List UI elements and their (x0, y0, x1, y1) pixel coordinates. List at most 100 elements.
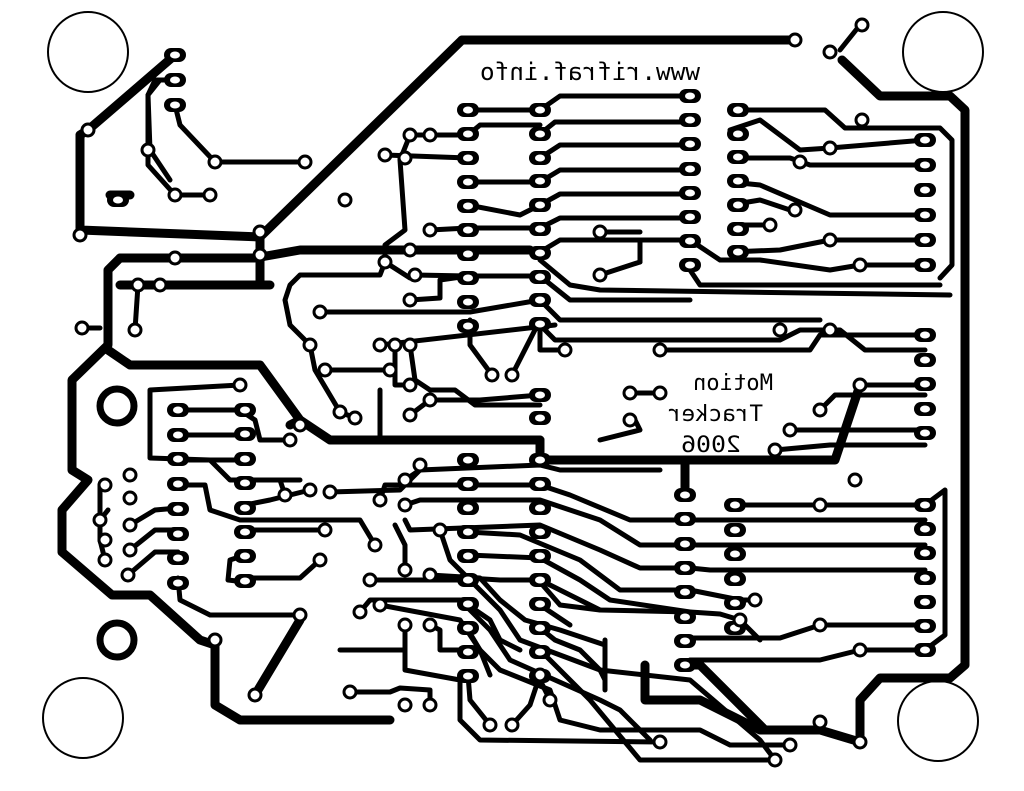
via (302, 482, 318, 498)
via (422, 617, 438, 633)
via (252, 247, 268, 263)
pad-drill-hole (733, 106, 743, 114)
via (402, 242, 418, 258)
pad-drill-hole (920, 501, 930, 509)
via (122, 467, 138, 483)
pad-drill-hole (920, 261, 930, 269)
via (852, 257, 868, 273)
pad-drill-hole (920, 211, 930, 219)
via (412, 457, 428, 473)
pad-drill-hole (920, 525, 930, 533)
pad-drill-hole (680, 588, 690, 596)
pad-drill-hole (680, 491, 690, 499)
via (387, 337, 403, 353)
pad-drill-hole (920, 598, 930, 606)
via (767, 752, 783, 768)
via (372, 492, 388, 508)
pad-drill-hole (535, 648, 545, 656)
via (122, 517, 138, 533)
via (362, 572, 378, 588)
pad-drill-hole (463, 480, 473, 488)
via (812, 497, 828, 513)
pad-drill-hole (240, 528, 250, 536)
via (822, 140, 838, 156)
via (592, 224, 608, 240)
pad-drill-hole (920, 380, 930, 388)
via (542, 692, 558, 708)
via (402, 127, 418, 143)
via (557, 342, 573, 358)
pad-drill-hole (730, 599, 740, 607)
pad-drill-hole (463, 552, 473, 560)
pad-drill-hole (730, 550, 740, 558)
pad-drill-hole (685, 140, 695, 148)
pad-drill-hole (535, 249, 545, 257)
via (92, 512, 108, 528)
via (312, 552, 328, 568)
pad-drill-hole (685, 116, 695, 124)
via (782, 422, 798, 438)
via (120, 567, 136, 583)
pad-drill-hole (463, 274, 473, 282)
year-label: 2006 (681, 433, 741, 458)
pad-drill-hole (920, 622, 930, 630)
via (812, 402, 828, 418)
pad-drill-hole (535, 130, 545, 138)
via (407, 267, 423, 283)
via (852, 642, 868, 658)
via (402, 292, 418, 308)
pad-drill-hole (240, 552, 250, 560)
via (397, 697, 413, 713)
pad-drill-hole (535, 177, 545, 185)
via (812, 617, 828, 633)
via (854, 17, 870, 33)
via (397, 472, 413, 488)
pad-drill-hole (170, 76, 180, 84)
via (792, 154, 808, 170)
via (402, 337, 418, 353)
pad-drill-hole (170, 101, 180, 109)
pad-drill-hole (463, 154, 473, 162)
pad-drill-hole (463, 528, 473, 536)
via (382, 362, 398, 378)
pad-drill-hole (535, 201, 545, 209)
mounting-hole-bottom-left (42, 677, 124, 759)
pad-drill-hole (920, 549, 930, 557)
via (130, 277, 146, 293)
via (207, 632, 223, 648)
via (207, 154, 223, 170)
via (317, 362, 333, 378)
via (854, 112, 870, 128)
via (97, 477, 113, 493)
pad-drill-hole (463, 250, 473, 258)
pad-drill-hole (535, 552, 545, 560)
pad-drill-hole (680, 637, 690, 645)
via (767, 442, 783, 458)
pad-drill-hole (463, 600, 473, 608)
pad-drill-hole (535, 600, 545, 608)
pad-drill-hole (535, 624, 545, 632)
pad-drill-hole (535, 320, 545, 328)
via (152, 277, 168, 293)
via (652, 342, 668, 358)
via (97, 552, 113, 568)
pad-drill-hole (463, 456, 473, 464)
pad-drill-hole (685, 237, 695, 245)
via (282, 432, 298, 448)
pad-drill-hole (463, 648, 473, 656)
via (122, 490, 138, 506)
pad-drill-hole (685, 189, 695, 197)
pad-drill-hole (680, 564, 690, 572)
via (504, 367, 520, 383)
via (322, 484, 338, 500)
via (397, 150, 413, 166)
pad-drill-hole (535, 273, 545, 281)
title-tracker-label: Tracker (668, 402, 763, 427)
via (852, 377, 868, 393)
via (367, 537, 383, 553)
via (652, 385, 668, 401)
pad-drill-hole (173, 579, 183, 587)
via (297, 154, 313, 170)
pad-drill-hole (920, 136, 930, 144)
